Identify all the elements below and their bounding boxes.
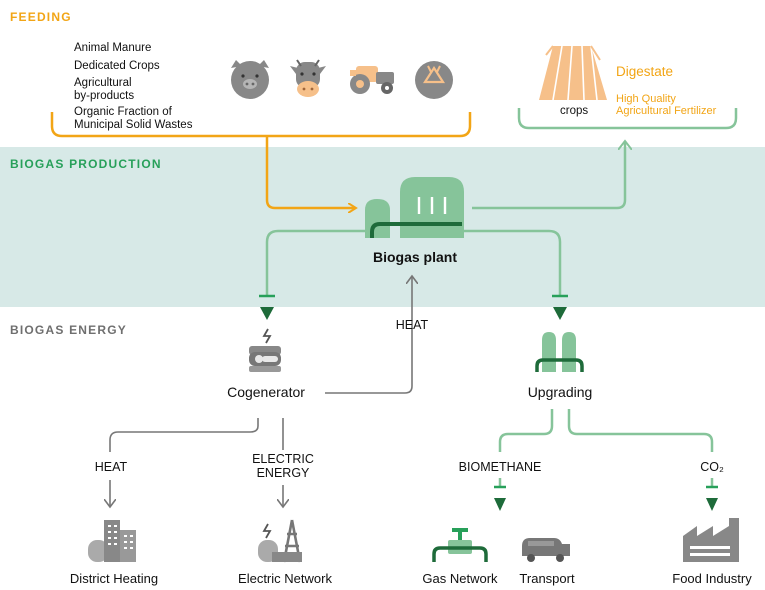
feeding-arrow [265,136,355,208]
digestate-desc: High Quality Agricultural Fertilizer [616,93,717,117]
electric-network-label: Electric Network [238,571,332,586]
transport-icon [522,538,570,562]
biogas-plant-label: Biogas plant [372,249,457,265]
transport-label: Transport [519,571,575,586]
plant-to-cogenerator [265,229,372,295]
food-industry-label: Food Industry [672,571,752,586]
heat-return-line [325,276,412,394]
cogenerator-label: Cogenerator [227,384,305,400]
gas-network-icon [432,528,488,562]
heat-return-label: HEAT [395,318,429,332]
gas-network-label: Gas Network [422,571,498,586]
section-title-production: BIOGAS PRODUCTION [10,157,162,171]
biomethane-label: BIOMETHANE [458,460,542,474]
heat-label: HEAT [94,460,128,474]
feedstock-4: Organic Fraction of Municipal Solid Wast… [74,106,193,131]
tractor-icon [350,66,394,94]
pig-icon [231,60,269,99]
cow-icon [290,59,326,97]
recycle-icon [415,61,453,99]
co2-label: CO₂ [700,460,724,474]
feedstock-1: Animal Manure [74,42,152,54]
digestate-arrow [472,141,625,210]
section-title-feeding: FEEDING [10,10,72,24]
electric-energy-label: ELECTRIC ENERGY [252,452,314,480]
district-heating-label: District Heating [69,571,159,586]
feedstock-3: Agricultural by-products [74,77,135,102]
feeding-bracket [50,112,472,138]
digestate-bracket [517,108,738,130]
district-heating-icon [88,520,136,562]
section-title-energy: BIOGAS ENERGY [10,323,127,337]
crops-label: crops [560,105,589,117]
upgrading-label: Upgrading [527,384,593,400]
electric-network-icon [258,519,302,563]
plant-to-upgrading [455,229,562,295]
feedstock-2: Dedicated Crops [74,60,160,72]
co2-line [567,409,714,452]
biomethane-line [498,409,554,452]
food-industry-icon [683,518,739,562]
cogen-heat-line [109,418,259,452]
digestate-title: Digestate [616,64,674,79]
